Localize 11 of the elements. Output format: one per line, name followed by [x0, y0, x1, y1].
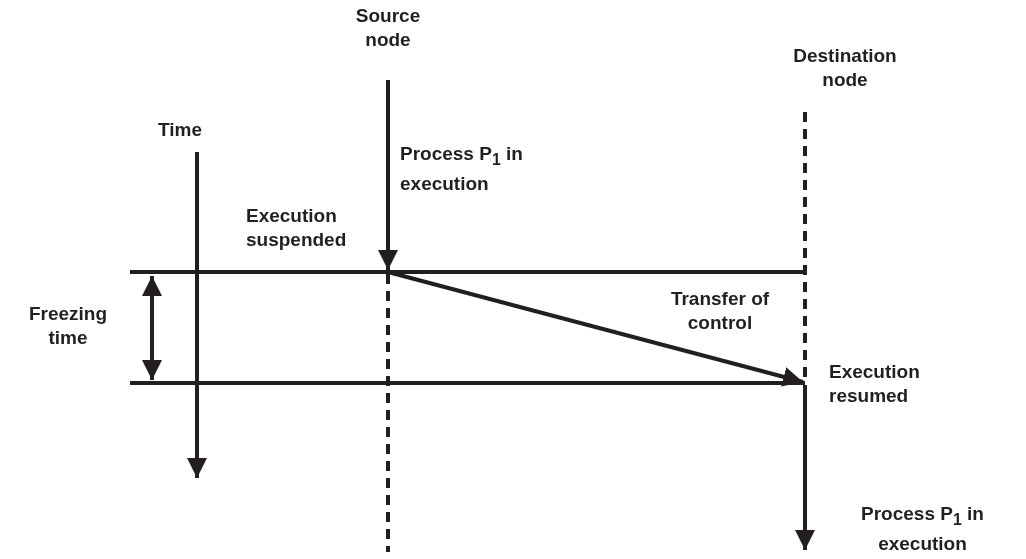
arrow [795, 385, 815, 550]
node-label: Source node [354, 4, 422, 52]
annotation: Process P$_{1}$ in execution [400, 142, 524, 196]
axis-label: Time [158, 118, 203, 142]
node-label: Execution suspended [246, 204, 348, 252]
annotation: Process P$_{1}$ in execution [860, 502, 985, 556]
dimension-label: Freezing time [27, 302, 109, 350]
annotation: Transfer of control [669, 287, 771, 335]
node-label: Destination node [792, 44, 898, 92]
arrow [378, 80, 398, 270]
node-label: Execution resumed [829, 360, 921, 408]
